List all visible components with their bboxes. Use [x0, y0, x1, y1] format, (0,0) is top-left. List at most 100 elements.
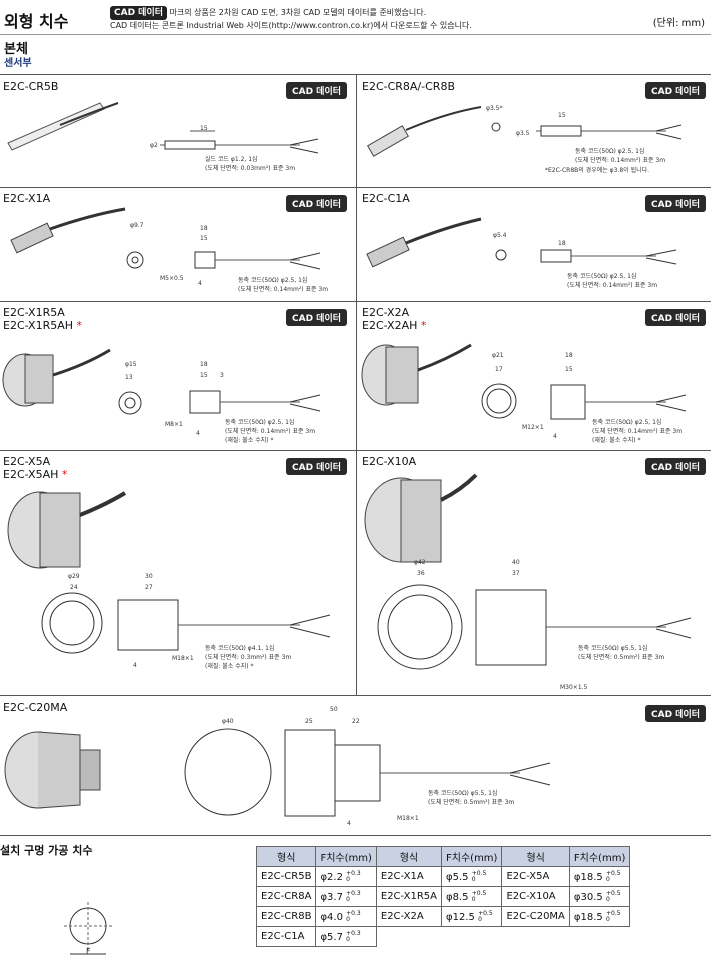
model-line: E2C-X1R5AH — [3, 319, 74, 332]
grid-line — [0, 74, 711, 75]
table-header: F치수(mm) — [315, 846, 377, 867]
cad-data-button[interactable]: CAD 데이터 — [645, 82, 707, 99]
mounting-title: 설치 구멍 가공 치수 — [0, 844, 93, 857]
dim-label: φ2 — [150, 142, 158, 149]
x5a-drawing — [7, 491, 331, 654]
table-header: 형식 — [501, 846, 570, 867]
tol-lower: 0 — [471, 895, 476, 903]
dim-label: 15 — [200, 372, 208, 379]
tol-lower: 0 — [605, 915, 610, 923]
cable-note: (도체 단면적: 0.14mm²) 표준 3m — [238, 286, 329, 293]
dim-label: 3 — [220, 372, 224, 379]
cable-note: 동축 코드(50Ω) φ2.5, 1심 — [567, 273, 637, 280]
star-mark: * — [420, 319, 427, 332]
dim-label: φ40 — [222, 718, 234, 725]
cell-value: φ5.5 — [446, 871, 469, 883]
cable-note: (도체 단면적: 0.3mm²) 표준 3m — [205, 654, 292, 661]
cad-data-button[interactable]: CAD 데이터 — [286, 309, 348, 326]
table-cell: E2C-C20MA — [501, 906, 570, 927]
model-line: E2C-X5A — [3, 455, 51, 468]
cad-data-button[interactable]: CAD 데이터 — [645, 309, 707, 326]
cr8a-drawing — [366, 106, 682, 157]
table-cell: E2C-X10A — [501, 886, 570, 907]
dim-label: M5×0.5 — [160, 275, 184, 282]
table-header: F치수(mm) — [441, 846, 503, 867]
dim-label: 50 — [330, 706, 338, 713]
table-cell: E2C-X2A — [375, 906, 443, 927]
tol-upper: +0.5 — [478, 909, 493, 917]
dim-label: M18×1 — [172, 655, 194, 662]
table-cell: E2C-CR8A — [255, 886, 317, 907]
cad-data-button[interactable]: CAD 데이터 — [645, 195, 707, 212]
mounting-table: 형식 F치수(mm) 형식 F치수(mm) 형식 F치수(mm) E2C-CR5… — [255, 846, 631, 947]
dim-label: φ29 — [68, 573, 80, 580]
tol-upper: +0.5 — [471, 889, 487, 897]
dim-label: 40 — [512, 559, 520, 566]
header-note-line2: CAD 데이터는 콘트론 Industrial Web 사이트(http://w… — [110, 21, 472, 30]
model-line: E2C-X2A — [362, 306, 410, 319]
grid-line — [0, 695, 711, 696]
table-cell: E2C-X1R5A — [375, 886, 443, 907]
model-name: E2C-X10A — [362, 455, 417, 468]
tol-upper: +0.5 — [605, 909, 621, 917]
table-header: 형식 — [255, 846, 317, 867]
cable-note: 동축 코드(50Ω) φ2.5, 1심 — [592, 419, 662, 426]
cable-note: (도체 단면적: 0.5mm²) 표준 3m — [428, 799, 515, 806]
dim-label: 4 — [133, 662, 137, 669]
dim-label: 27 — [145, 584, 153, 591]
tol-lower: 0 — [346, 895, 350, 903]
mounting-hole-drawing — [64, 902, 112, 955]
tol-upper: +0.3 — [346, 869, 361, 877]
dim-label: 4 — [196, 430, 200, 437]
section-title: 본체 — [4, 42, 28, 57]
cable-note: (재질: 불소 수지) * — [592, 437, 641, 444]
dim-label: 15 — [200, 235, 208, 242]
dim-label: M12×1 — [522, 424, 544, 431]
cad-data-button[interactable]: CAD 데이터 — [286, 82, 348, 99]
cad-data-button[interactable]: CAD 데이터 — [286, 195, 348, 212]
cable-note: 동축 코드(50Ω) φ2.5, 1심 — [575, 148, 645, 155]
dim-label: 15 — [558, 112, 566, 119]
tol-lower: 0 — [478, 915, 482, 923]
cell-value: φ5.7 — [320, 931, 343, 943]
dim-label: φ21 — [492, 352, 504, 359]
x1a-drawing — [10, 207, 321, 270]
cable-note: (도체 단면적: 0.14mm²) 표준 3m — [225, 428, 316, 435]
table-header: 형식 — [375, 846, 443, 867]
cad-data-button[interactable]: CAD 데이터 — [645, 458, 707, 475]
dim-label: φ42 — [414, 559, 426, 566]
x10a-drawing — [364, 473, 692, 670]
tol-lower: 0 — [346, 935, 350, 943]
dim-label: φ5.4 — [493, 232, 507, 239]
cad-data-button[interactable]: CAD 데이터 — [286, 458, 348, 475]
model-line: E2C-X1R5A — [3, 306, 65, 319]
dim-label: 18 — [558, 240, 566, 247]
model-name: E2C-C20MA — [3, 701, 68, 714]
grid-line — [0, 187, 711, 188]
cable-note: 실드 코드 φ1.2, 1심 — [205, 156, 258, 163]
tol-upper: +0.3 — [346, 929, 361, 937]
dim-label: φ3.5 — [516, 130, 530, 137]
header-note-line1: 마크의 상품은 2차원 CAD 도면, 3차원 CAD 모델의 데이터를 준비했… — [169, 8, 427, 17]
cell-value: φ2.2 — [320, 871, 343, 883]
cable-note: (재질: 불소 수지) * — [205, 663, 254, 670]
cad-data-button[interactable]: CAD 데이터 — [645, 705, 707, 722]
